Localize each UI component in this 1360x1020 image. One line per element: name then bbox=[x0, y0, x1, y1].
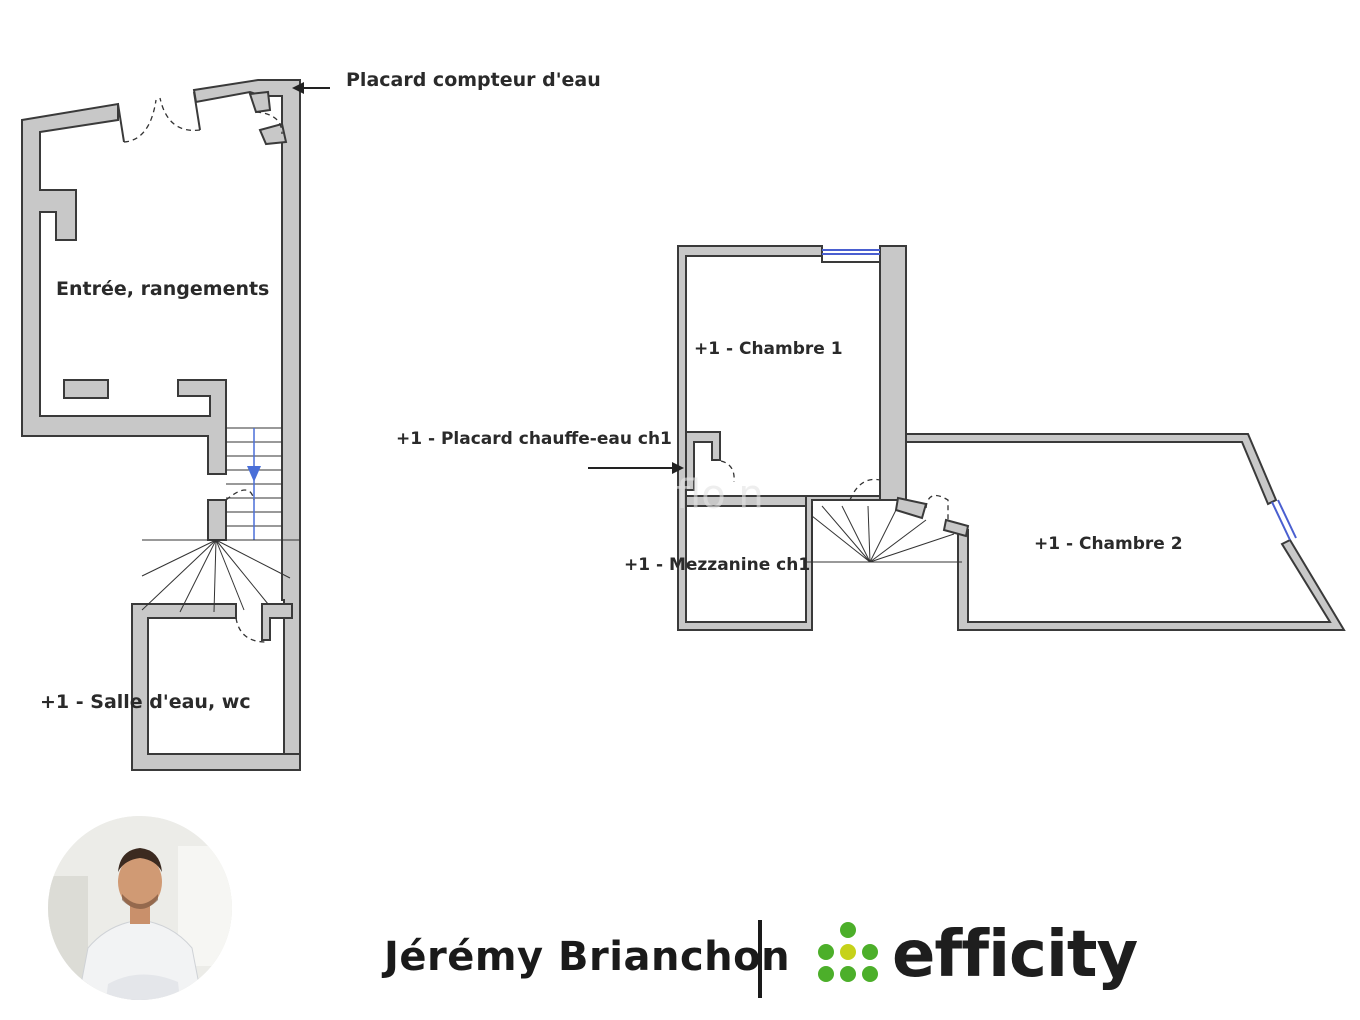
entrance-doors bbox=[117, 91, 283, 643]
label-salle-eau: +1 - Salle d'eau, wc bbox=[40, 691, 251, 713]
entrance-walls bbox=[21, 102, 227, 475]
meter-closet-2 bbox=[258, 122, 288, 146]
stair-pillar bbox=[207, 499, 227, 541]
chambre2-walls bbox=[905, 433, 1278, 506]
watermark: flo n bbox=[676, 472, 764, 518]
storage-block bbox=[63, 379, 109, 399]
label-placard-chauffe: +1 - Placard chauffe-eau ch1 bbox=[396, 429, 672, 449]
top-wall bbox=[192, 79, 301, 771]
chambre2-door-jamb-2 bbox=[942, 518, 970, 538]
chambre2-door-jamb bbox=[894, 496, 928, 520]
bathroom-door-jamb bbox=[261, 603, 293, 641]
meter-closet bbox=[248, 90, 272, 114]
brand-logo: efficity bbox=[812, 912, 1142, 1002]
chambre1-right-wall bbox=[879, 245, 907, 501]
pointer-arrow-icon-2 bbox=[672, 462, 684, 474]
water-heater-closet bbox=[685, 431, 721, 491]
efficity-dots-icon bbox=[818, 922, 878, 982]
label-chambre1: +1 - Chambre 1 bbox=[694, 339, 843, 359]
right-floor-plan: flo n bbox=[588, 245, 1346, 631]
label-entree: Entrée, rangements bbox=[56, 278, 269, 300]
mezzanine-wall bbox=[685, 495, 807, 507]
agent-name: Jérémy Brianchon bbox=[384, 934, 791, 980]
upper-winder-stairs bbox=[806, 505, 962, 563]
label-mezzanine: +1 - Mezzanine ch1 bbox=[624, 555, 810, 575]
label-chambre2: +1 - Chambre 2 bbox=[1034, 534, 1183, 554]
label-placard-compteur: Placard compteur d'eau bbox=[346, 69, 601, 91]
brand-name: efficity bbox=[892, 918, 1138, 992]
divider bbox=[758, 920, 762, 998]
pointer-arrow-icon bbox=[292, 82, 304, 94]
winder-stairs bbox=[141, 539, 300, 613]
bathroom-walls bbox=[131, 603, 301, 771]
floor-plan: flo n Placard compteur d'eau Entrée, ran… bbox=[21, 69, 1346, 771]
stair-arrow-icon bbox=[247, 466, 261, 482]
avatar bbox=[48, 816, 232, 1000]
straight-stairs bbox=[226, 427, 282, 540]
agent-photo bbox=[48, 816, 232, 1000]
left-floor-plan bbox=[21, 79, 330, 771]
agent-footer: Jérémy Brianchon efficity bbox=[0, 800, 1360, 1020]
